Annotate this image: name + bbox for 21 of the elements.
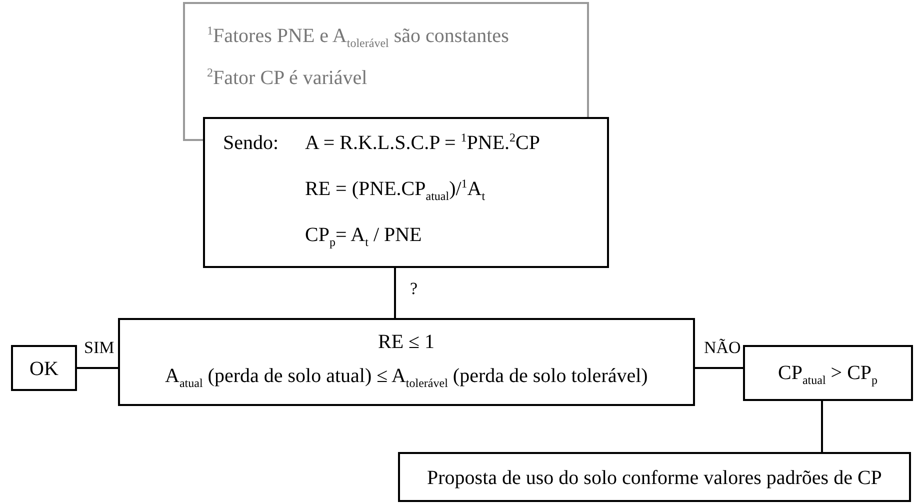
decision-box bbox=[118, 318, 695, 406]
node-text: $^{2}$Fator CP é variável bbox=[207, 66, 368, 90]
node-text: CP$_{atual}$ > CP$_{p}$ bbox=[778, 361, 878, 385]
process-box bbox=[398, 452, 911, 502]
connector-line bbox=[821, 401, 823, 452]
node-text: Proposta de uso do solo conforme valores padrões de CP bbox=[427, 466, 882, 490]
process-box bbox=[11, 345, 77, 391]
node-text: A = R.K.L.S.C.P = $^{1}$PNE.$^{2}$CP bbox=[305, 131, 540, 155]
connector-line bbox=[695, 367, 743, 369]
connector-line bbox=[77, 367, 118, 369]
node-text: A$_{atual}$ (perda de solo atual) ≤ A$_{tolerável}$ (perda de solo tolerável) bbox=[165, 364, 648, 388]
node-text: CP$_{p}$= A$_{t}$ / PNE bbox=[305, 223, 422, 247]
node-text: RE = (PNE.CP$_{atual}$)/$^{1}$A$_{t}$ bbox=[305, 177, 486, 201]
process-box bbox=[743, 345, 913, 401]
node-text: Sendo: bbox=[223, 131, 279, 155]
node-text: OK bbox=[30, 357, 58, 381]
connector-line bbox=[394, 268, 396, 318]
formula-box bbox=[203, 117, 609, 268]
node-text: RE ≤ 1 bbox=[378, 330, 435, 354]
note-box bbox=[183, 2, 589, 117]
node-text: $^{1}$Fatores PNE e A$_{tolerável}$ são constantes bbox=[207, 24, 509, 48]
